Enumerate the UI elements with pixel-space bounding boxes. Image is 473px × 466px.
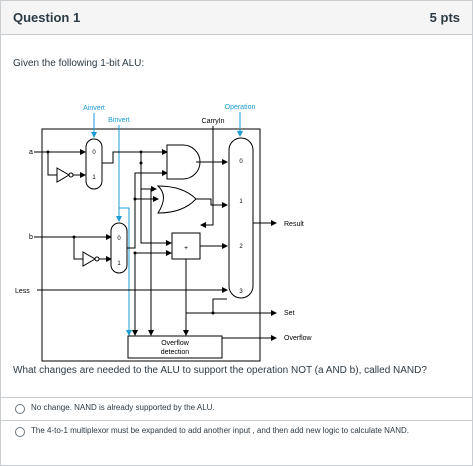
answer-option-1[interactable]: No change. NAND is already supported by …: [1, 397, 472, 420]
question-points: 5 pts: [429, 10, 460, 25]
alu-diagram: Ainvert Binvert Operation CarryIn a b Le…: [15, 104, 313, 362]
overflow-label: Overflow: [284, 335, 313, 342]
radio-button[interactable]: [15, 404, 25, 414]
svg-text:Overflow: Overflow: [161, 340, 190, 347]
overflow-detection-box: [127, 335, 223, 359]
or-gate: [156, 185, 197, 214]
svg-text:0: 0: [239, 159, 243, 165]
input-b-label: b: [29, 234, 33, 241]
and-gate: [166, 144, 201, 180]
not-a-gate: [56, 167, 70, 183]
operation-mux: [228, 137, 254, 299]
svg-text:1: 1: [117, 261, 121, 267]
ainvert-label: Ainvert: [83, 105, 105, 112]
svg-text:1: 1: [239, 199, 243, 205]
answer-label[interactable]: No change. NAND is already supported by …: [31, 403, 215, 412]
question-prompt: Given the following 1-bit ALU:: [13, 58, 145, 69]
svg-text:0: 0: [117, 236, 121, 242]
answer-label[interactable]: The 4-to-1 multiplexor must be expanded …: [31, 426, 410, 435]
svg-text:detection: detection: [161, 349, 190, 356]
svg-text:+: +: [184, 245, 188, 252]
carryin-label: CarryIn: [202, 118, 225, 125]
binvert-label: Binvert: [108, 117, 130, 124]
question-text: What changes are needed to the ALU to su…: [13, 365, 427, 376]
input-a-label: a: [29, 149, 33, 156]
svg-text:2: 2: [239, 244, 243, 250]
question-header: Question 1 5 pts: [1, 1, 472, 35]
result-label: Result: [284, 221, 304, 228]
ainvert-mux: [85, 138, 103, 190]
svg-text:3: 3: [239, 289, 243, 295]
operation-label: Operation: [225, 104, 256, 111]
question-title: Question 1: [13, 10, 81, 25]
radio-button[interactable]: [15, 427, 25, 437]
adder: [171, 232, 201, 260]
alu-box: [41, 128, 261, 362]
svg-text:1: 1: [92, 175, 96, 181]
set-label: Set: [284, 310, 295, 317]
answer-option-2[interactable]: The 4-to-1 multiplexor must be expanded …: [1, 420, 472, 443]
svg-text:0: 0: [92, 150, 96, 156]
not-b-gate: [82, 251, 96, 267]
carryin-line: [200, 126, 214, 228]
binvert-line: [118, 125, 132, 336]
input-less-label: Less: [15, 288, 30, 295]
